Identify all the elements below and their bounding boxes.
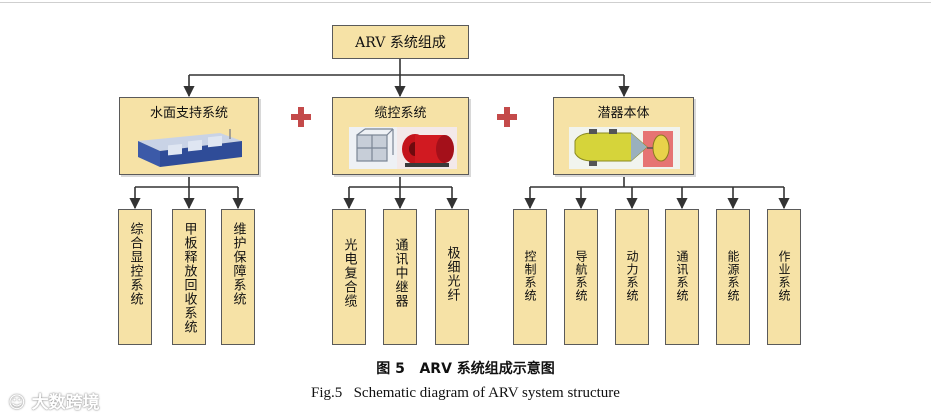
control-container-image — [138, 129, 242, 167]
vehicle-image — [569, 127, 680, 169]
leaf-micro-fiber: 极细光纤 — [435, 209, 469, 345]
leaf-communication-relay: 通讯中继器 — [383, 209, 417, 345]
caption-english: Fig.5 Schematic diagram of ARV system st… — [0, 385, 931, 402]
leaf-label: 综合显控系统 — [127, 222, 143, 306]
leaf-label: 光电复合缆 — [341, 238, 357, 308]
leaf-communication-system: 通讯系统 — [665, 209, 699, 345]
root-node: ARV 系统组成 — [332, 25, 469, 59]
caption-en-label: Fig.5 — [311, 385, 343, 401]
leaf-label: 控制系统 — [523, 250, 537, 302]
subsystem-title: 潜器本体 — [597, 106, 650, 121]
caption-en-text: Schematic diagram of ARV system structur… — [353, 385, 620, 401]
leaf-operation-system: 作业系统 — [767, 209, 801, 345]
leaf-deck-launch-recovery: 甲板释放回收系统 — [172, 209, 206, 345]
watermark: ☺ 大数跨境 — [8, 388, 100, 413]
leaf-navigation-system: 导航系统 — [564, 209, 598, 345]
subsystem-vehicle-body: 潜器本体 — [553, 97, 694, 175]
leaf-power-system: 动力系统 — [615, 209, 649, 345]
leaf-label: 能源系统 — [726, 250, 740, 302]
leaf-label: 维护保障系统 — [230, 222, 246, 306]
subsystem-cable-control: 缆控系统 — [332, 97, 469, 175]
leaf-label: 动力系统 — [625, 250, 639, 302]
leaf-label: 作业系统 — [777, 250, 791, 302]
leaf-label: 极细光纤 — [444, 246, 460, 302]
leaf-maintenance-support: 维护保障系统 — [221, 209, 255, 345]
watermark-text: 大数跨境 — [31, 393, 100, 413]
winch-relay-image — [349, 127, 457, 169]
top-rule — [0, 2, 931, 3]
leaf-label: 导航系统 — [574, 250, 588, 302]
caption-chinese: 图 5 ARV 系统组成示意图 — [0, 358, 931, 378]
leaf-optoelectronic-cable: 光电复合缆 — [332, 209, 366, 345]
leaf-control-system: 控制系统 — [513, 209, 547, 345]
leaf-energy-system: 能源系统 — [716, 209, 750, 345]
leaf-label: 通讯中继器 — [392, 238, 408, 308]
subsystem-surface-support: 水面支持系统 — [119, 97, 259, 175]
leaf-label: 通讯系统 — [675, 250, 689, 302]
root-label: ARV 系统组成 — [355, 35, 446, 51]
caption-cn-label: 图 5 — [376, 361, 405, 377]
plus-icon — [291, 107, 311, 127]
plus-icon — [497, 107, 517, 127]
caption-cn-text: ARV 系统组成示意图 — [419, 361, 555, 377]
leaf-integrated-control: 综合显控系统 — [118, 209, 152, 345]
subsystem-title: 缆控系统 — [374, 106, 427, 121]
leaf-label: 甲板释放回收系统 — [181, 222, 197, 334]
watermark-icon: ☺ — [8, 393, 26, 413]
subsystem-title: 水面支持系统 — [149, 106, 228, 121]
